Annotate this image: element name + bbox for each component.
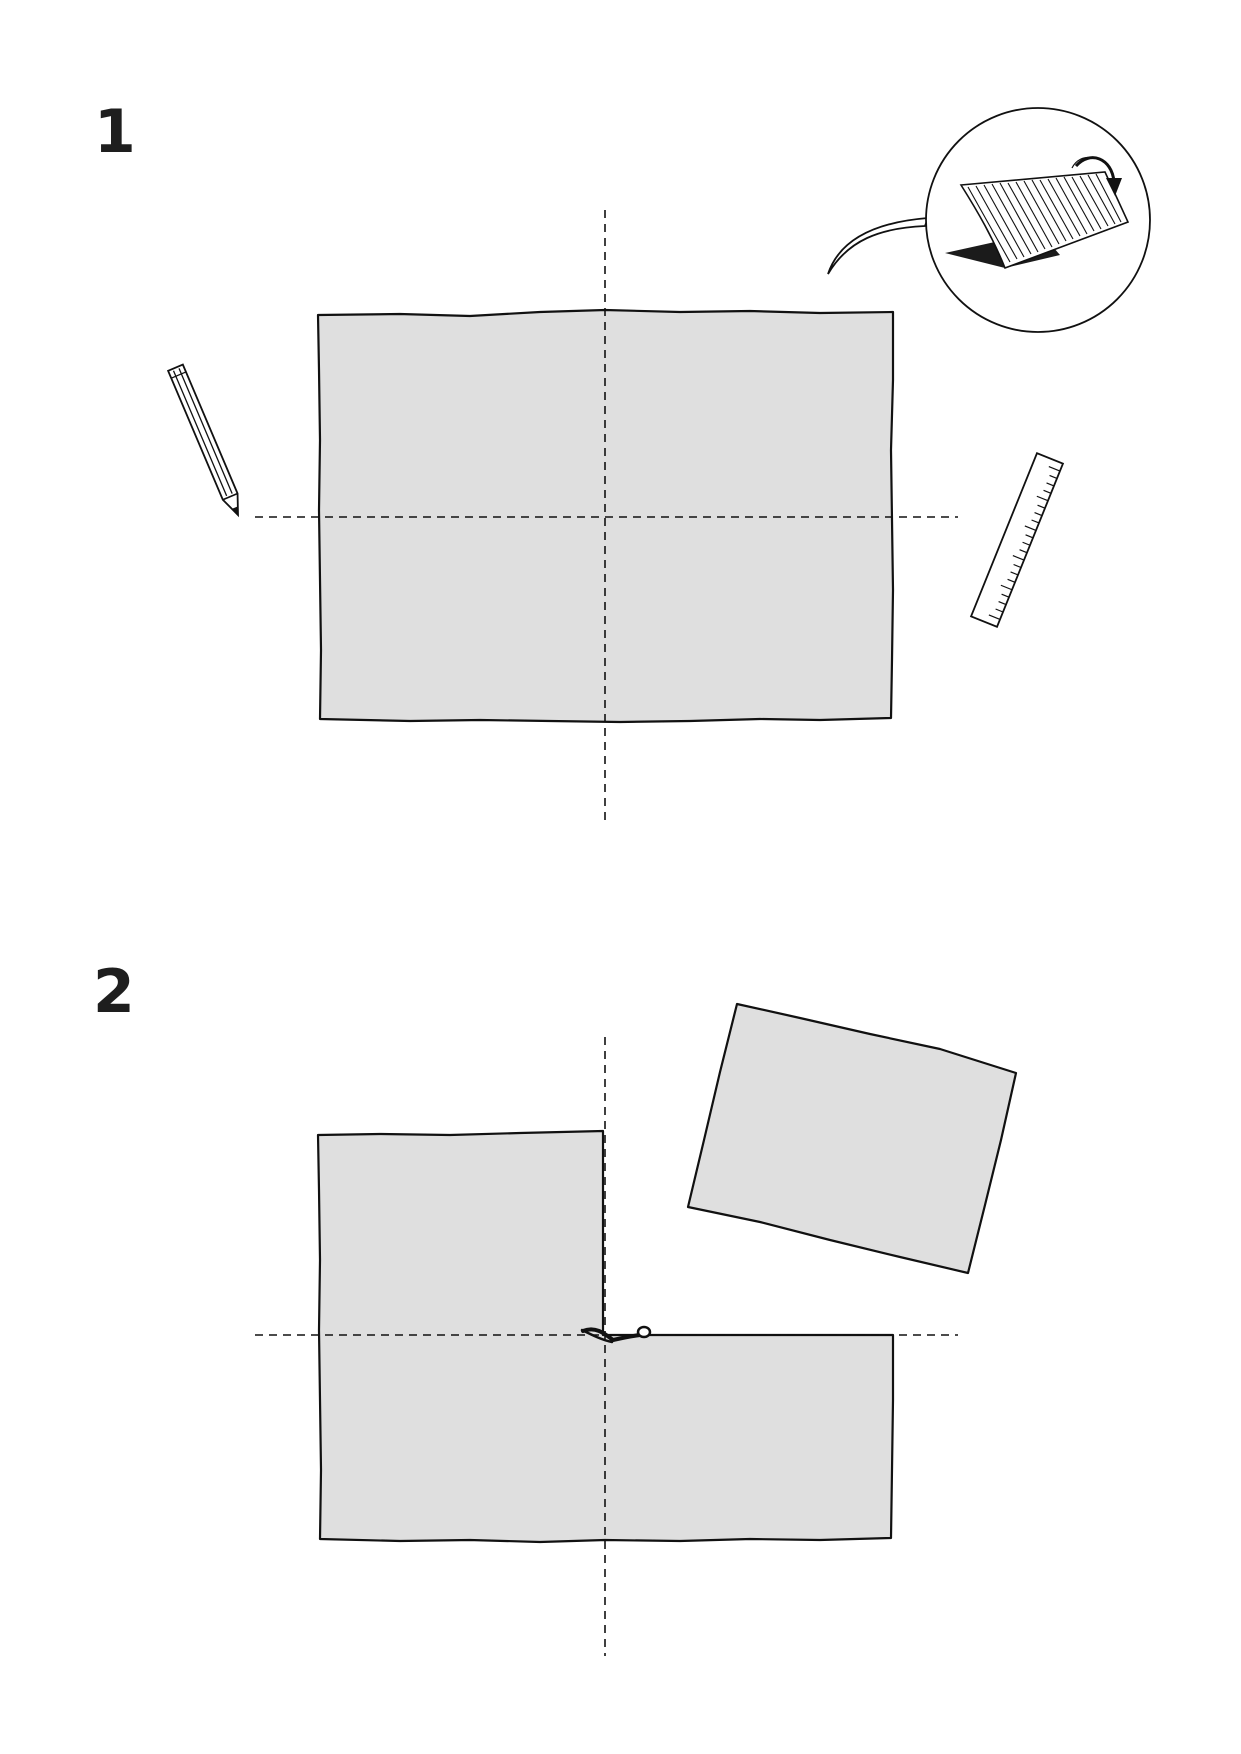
step-2-panel: [255, 1002, 1018, 1656]
sheet: [316, 308, 895, 724]
step-1-panel: [166, 107, 1151, 825]
removed-piece: [686, 1002, 1018, 1275]
scissors-icon: [580, 1325, 652, 1344]
step-number: 2: [93, 957, 135, 1027]
pencil-icon: [166, 363, 239, 518]
step-number: 1: [94, 97, 136, 167]
peel-backing-icon: [827, 107, 1151, 333]
ruler-icon: [969, 451, 1065, 629]
